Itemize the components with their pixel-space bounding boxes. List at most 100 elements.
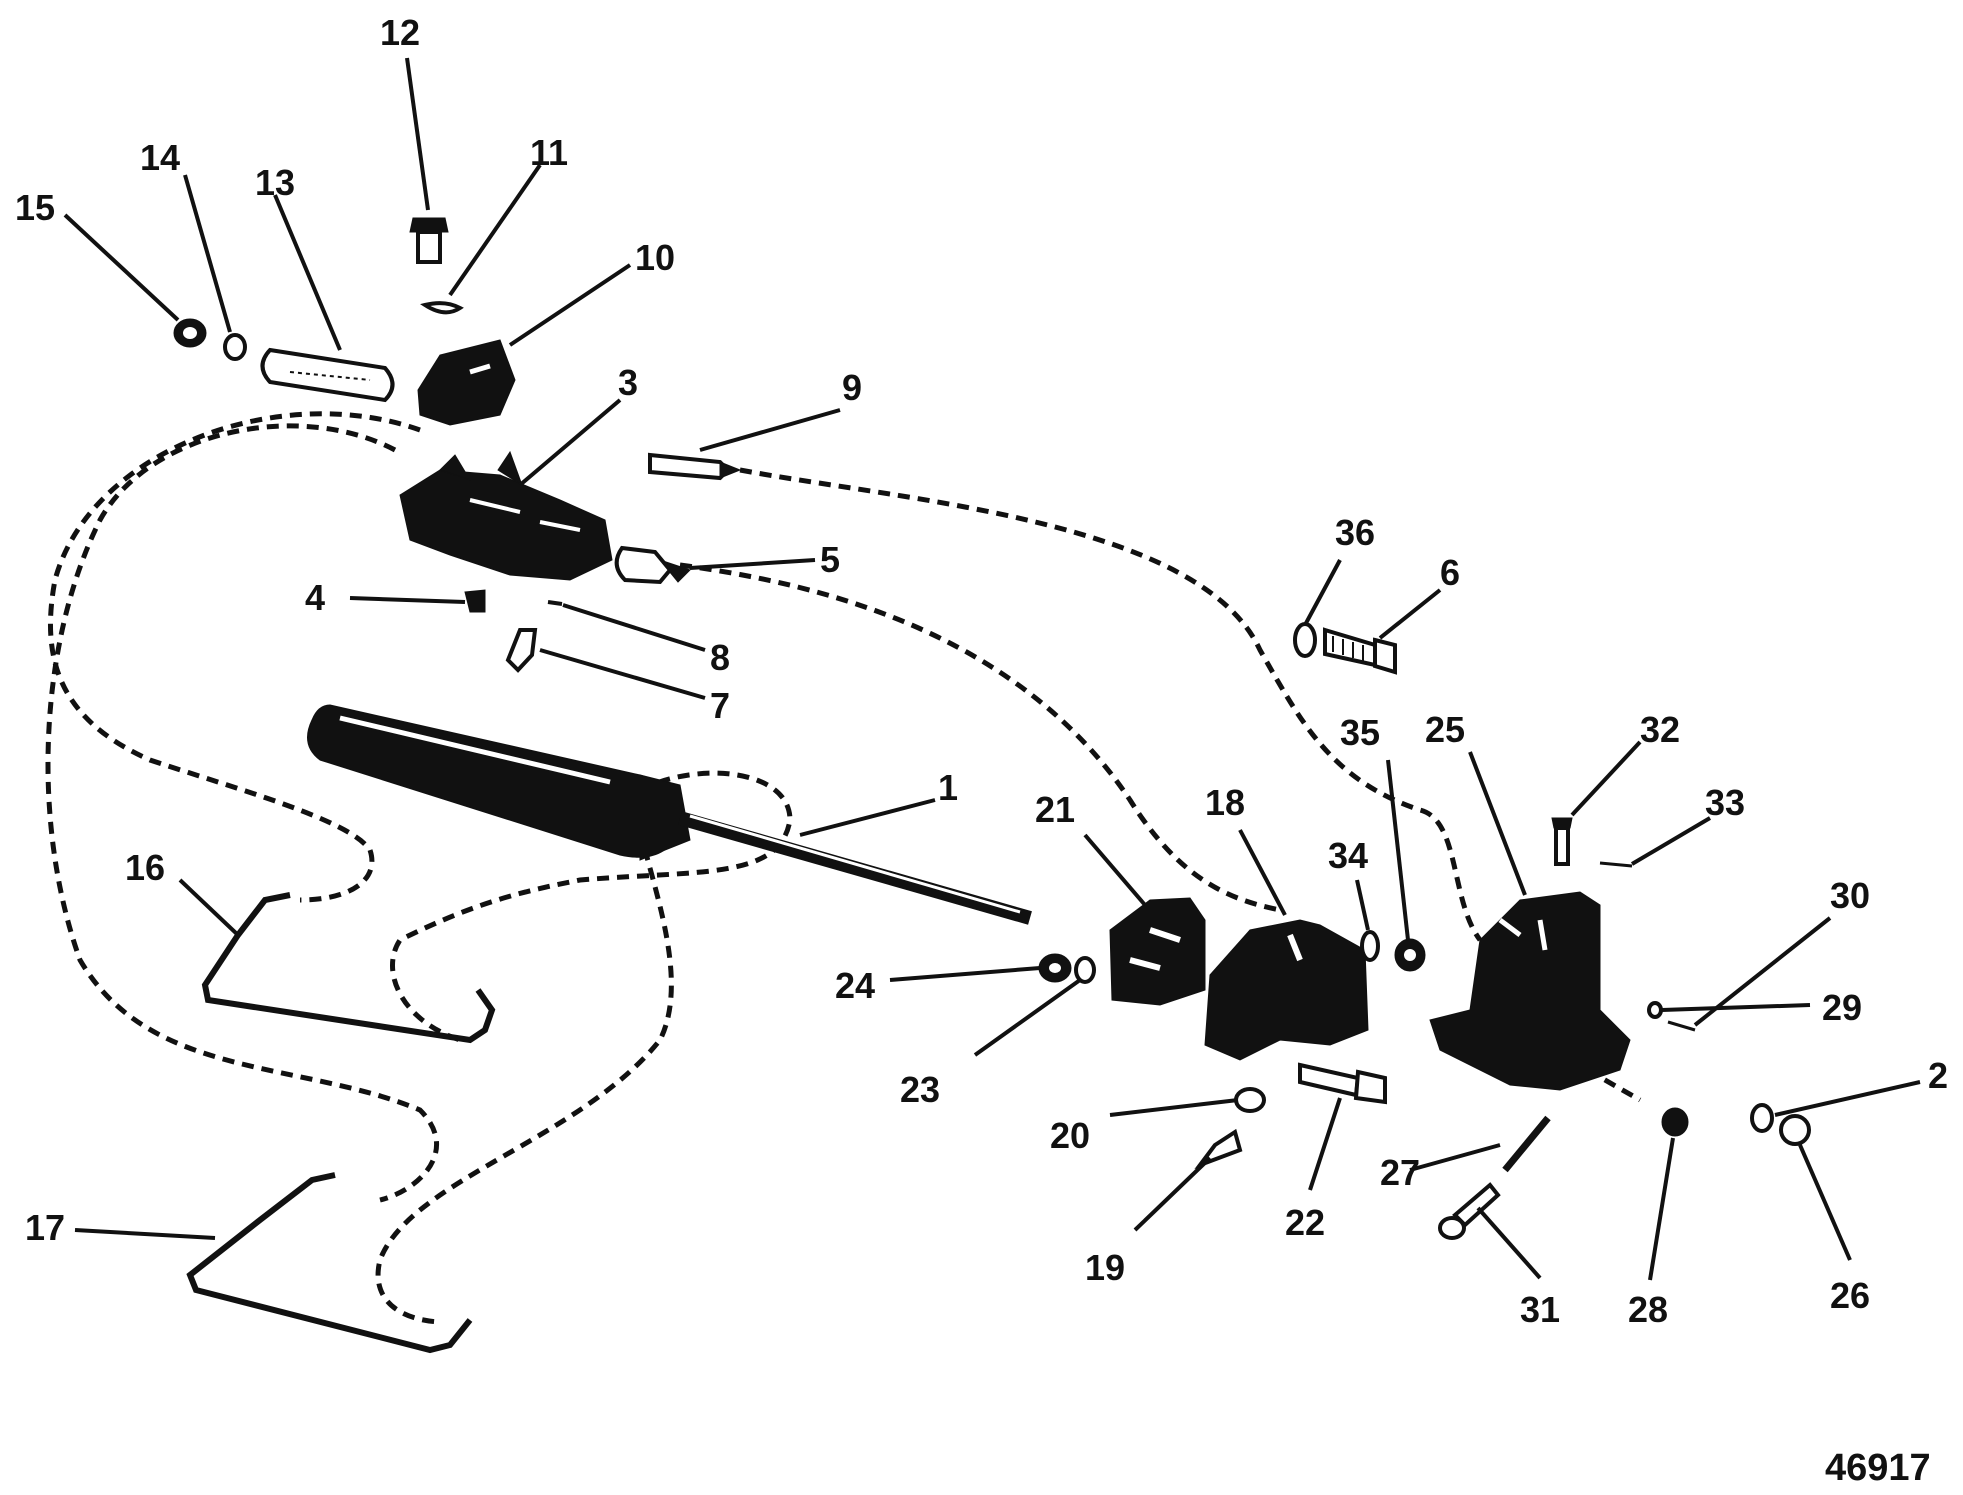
part-18-clamp (1204, 919, 1369, 1061)
routing-line-g (1568, 1057, 1642, 1103)
parts (173, 217, 1811, 1354)
label-30: 30 (1830, 875, 1870, 916)
label-20: 20 (1050, 1115, 1090, 1156)
routing-line-a (45, 423, 440, 1203)
leader-26 (1798, 1144, 1852, 1261)
label-1: 1 (938, 767, 958, 808)
part-24-nut (1038, 953, 1072, 983)
part-2-washer (1750, 1103, 1774, 1133)
leader-16 (178, 878, 240, 937)
part-34-ring (1360, 930, 1380, 962)
part-13-tube (260, 347, 395, 403)
label-17: 17 (25, 1207, 65, 1248)
routing-line-e (679, 562, 1281, 913)
part-6-bolt (1323, 627, 1397, 675)
label-19: 19 (1085, 1247, 1125, 1288)
part-20-nut (1234, 1087, 1266, 1113)
leader-1 (799, 798, 936, 837)
label-29: 29 (1822, 987, 1862, 1028)
leader-14 (183, 174, 232, 333)
part-29-ring (1647, 1001, 1663, 1019)
label-34: 34 (1328, 835, 1368, 876)
leader-17 (74, 1228, 216, 1240)
part-4-clip (464, 589, 486, 613)
leader-12 (405, 57, 430, 211)
part-11-washer (420, 301, 464, 315)
part-31-bolt (1438, 1182, 1501, 1240)
label-24: 24 (835, 965, 875, 1006)
label-28: 28 (1628, 1289, 1668, 1330)
leader-27 (1409, 1143, 1501, 1172)
routing-line-d (375, 788, 674, 1325)
leader-22 (1308, 1097, 1342, 1191)
leader-34 (1355, 879, 1370, 931)
leader-11 (448, 163, 542, 297)
part-21-clamp (1109, 897, 1206, 1006)
label-25: 25 (1425, 709, 1465, 750)
label-33: 33 (1705, 782, 1745, 823)
leader-33 (1630, 816, 1712, 866)
part-7-bolt (505, 628, 538, 673)
routing-lines (45, 411, 1642, 1325)
label-13: 13 (255, 162, 295, 203)
part-15-nut (173, 318, 207, 348)
label-4: 4 (305, 577, 325, 618)
leader-28 (1648, 1137, 1675, 1281)
part-5-fitting (614, 545, 691, 585)
leader-21 (1083, 833, 1147, 907)
part-33-pin (1599, 861, 1633, 868)
leader-6 (1378, 588, 1442, 640)
part-25-clamp (1429, 891, 1631, 1091)
label-5: 5 (820, 539, 840, 580)
label-14: 14 (140, 137, 180, 178)
part-32-screw (1551, 817, 1573, 866)
label-7: 7 (710, 685, 730, 726)
leader-7 (539, 648, 706, 700)
leader-35 (1386, 759, 1410, 941)
part-35-nut (1394, 938, 1426, 972)
label-26: 26 (1830, 1275, 1870, 1316)
part-10-block (417, 339, 516, 426)
leader-24 (889, 966, 1041, 982)
part-26-nut (1779, 1114, 1811, 1146)
label-35: 35 (1340, 712, 1380, 753)
leader-2 (1774, 1080, 1921, 1117)
leader-18 (1238, 829, 1287, 916)
leader-8 (562, 603, 706, 652)
leader-32 (1570, 740, 1642, 817)
part-9-pin (648, 452, 742, 481)
label-31: 31 (1520, 1289, 1560, 1330)
label-18: 18 (1205, 782, 1245, 823)
callout-labels: 12 11 10 13 14 15 3 9 5 4 8 7 36 6 1 16 … (15, 12, 1948, 1330)
leader-36 (1303, 559, 1342, 626)
routing-line-f (739, 467, 1483, 942)
leader-19 (1133, 1156, 1212, 1232)
label-32: 32 (1640, 709, 1680, 750)
label-21: 21 (1035, 789, 1075, 830)
label-9: 9 (842, 367, 862, 408)
label-12: 12 (380, 12, 420, 53)
part-16-bracket (201, 892, 496, 1044)
label-11: 11 (530, 132, 568, 173)
leader-4 (349, 596, 466, 604)
leader-5 (689, 558, 816, 570)
label-27: 27 (1380, 1152, 1420, 1193)
leader-25 (1468, 751, 1527, 896)
label-2: 2 (1928, 1055, 1948, 1096)
leader-20 (1109, 1098, 1239, 1117)
part-23-washer (1074, 956, 1096, 984)
label-8: 8 (710, 637, 730, 678)
part-1-handle (307, 704, 1032, 925)
part-28-nut (1661, 1107, 1689, 1137)
routing-line-c (390, 770, 793, 1043)
leader-15 (63, 213, 180, 322)
part-14-washer (223, 333, 247, 361)
part-30-pin (1667, 1020, 1696, 1032)
part-36-washer (1293, 622, 1317, 658)
figure-number: 46917 (1825, 1447, 1931, 1489)
label-23: 23 (900, 1069, 940, 1110)
leader-lines (63, 57, 1921, 1281)
label-10: 10 (635, 237, 675, 278)
label-36: 36 (1335, 512, 1375, 553)
